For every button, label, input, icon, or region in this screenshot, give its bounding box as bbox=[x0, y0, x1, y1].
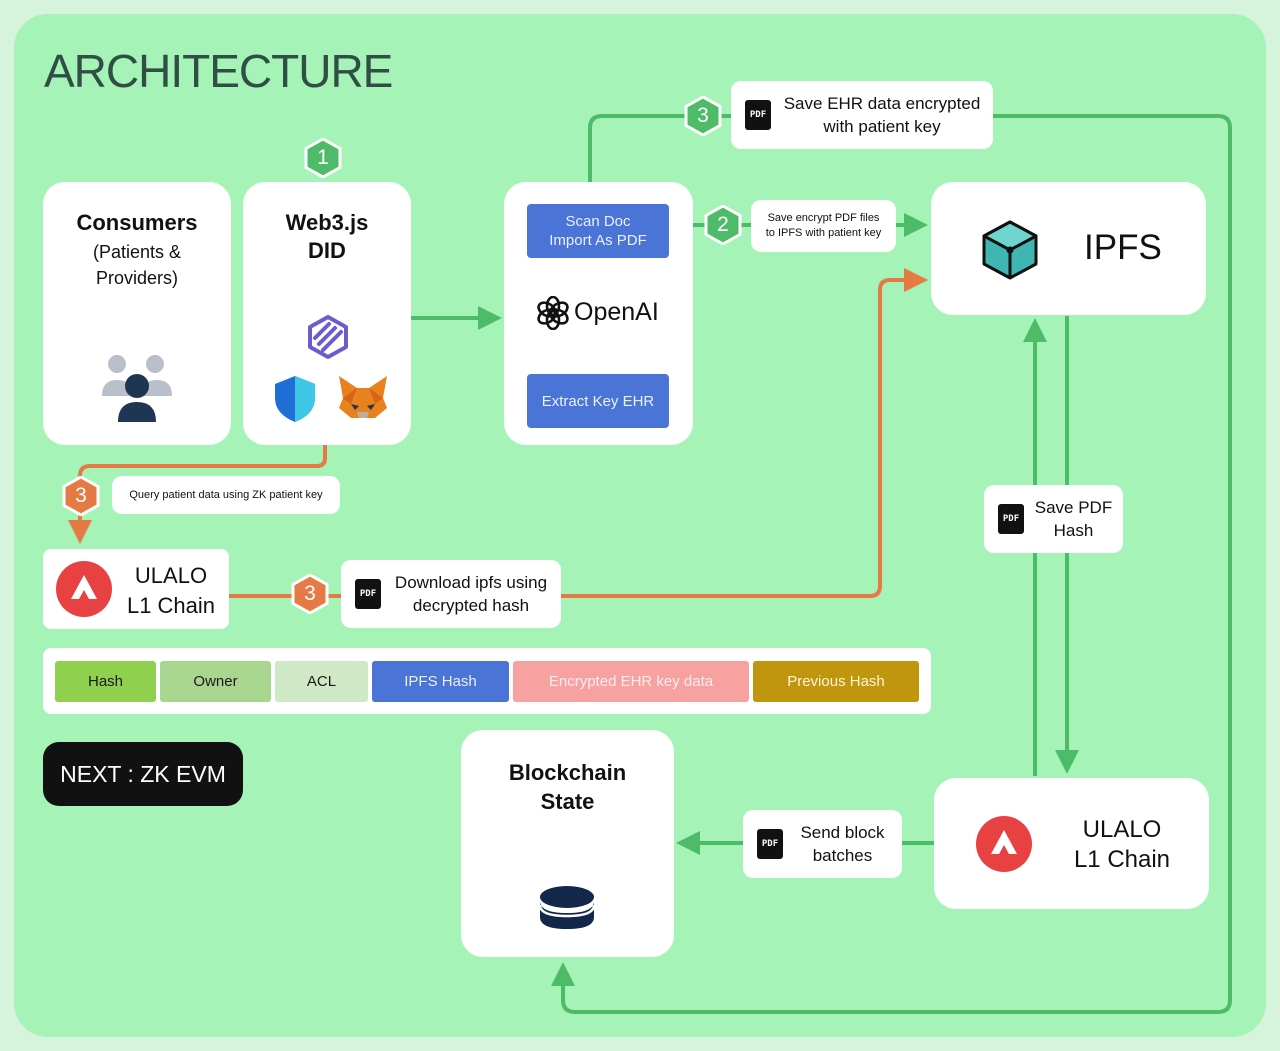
save-pdf-hash-label: PDF Save PDF Hash bbox=[984, 485, 1123, 553]
consumers-title: Consumers bbox=[76, 210, 198, 235]
step-1-badge: 1 bbox=[303, 137, 343, 179]
avalanche-logo-icon bbox=[56, 561, 112, 617]
block-field-previous-hash: Previous Hash bbox=[753, 661, 919, 702]
consumers-subtitle-line1: (Patients & bbox=[92, 242, 182, 262]
download-label: PDF Download ipfs using decrypted hash bbox=[341, 560, 561, 628]
step-3-save-number: 3 bbox=[697, 104, 709, 127]
ulalo-chain-card-left: ULALO L1 Chain bbox=[43, 549, 229, 629]
blockchain-subtitle: State bbox=[540, 789, 595, 814]
block-field-hash: Hash bbox=[55, 661, 156, 702]
block-field-ipfs-hash: IPFS Hash bbox=[372, 661, 509, 702]
openai-brand: OpenAI bbox=[574, 298, 659, 326]
save-pdf-files-line2: to IPFS with patient key bbox=[765, 227, 882, 239]
blockchain-title: Blockchain bbox=[508, 760, 627, 785]
block-field-encrypted-ehr-key-data: Encrypted EHR key data bbox=[513, 661, 749, 702]
ulalo-left-line2: L1 Chain bbox=[126, 593, 216, 618]
step-3-download-number: 3 bbox=[304, 582, 316, 605]
scan-doc-button[interactable]: Scan Doc Import As PDF bbox=[527, 204, 669, 258]
step-3-query-number: 3 bbox=[75, 484, 87, 507]
openai-logo-icon bbox=[537, 296, 569, 330]
pdf-file-icon: PDF bbox=[745, 100, 771, 130]
save-ehr-label: PDF Save EHR data encrypted with patient… bbox=[731, 81, 993, 149]
consumers-subtitle-line2: Providers) bbox=[95, 268, 179, 288]
step-3-save-badge: 3 bbox=[683, 95, 723, 137]
consumers-card: Consumers (Patients & Providers) bbox=[43, 182, 231, 445]
send-block-line1: Send block bbox=[800, 823, 885, 842]
step-3-download-badge: 3 bbox=[290, 573, 330, 615]
database-icon bbox=[538, 886, 596, 929]
step-1-number: 1 bbox=[317, 146, 329, 169]
ulalo-right-line1: ULALO bbox=[1082, 816, 1162, 843]
save-pdf-hash-line2: Hash bbox=[1053, 521, 1094, 540]
ulalo-right-line2: L1 Chain bbox=[1073, 846, 1171, 873]
save-pdf-files-line1: Save encrypt PDF files bbox=[767, 212, 880, 224]
ulalo-chain-card-right: ULALO L1 Chain bbox=[934, 778, 1209, 909]
query-label: Query patient data using ZK patient key bbox=[112, 476, 340, 514]
scan-doc-line1: Scan Doc bbox=[565, 213, 631, 230]
pdf-file-icon: PDF bbox=[998, 504, 1024, 534]
scan-doc-line2: Import As PDF bbox=[549, 232, 647, 249]
web3-title: Web3.js bbox=[285, 210, 369, 235]
did-protocol-icon bbox=[308, 315, 348, 359]
save-ehr-line1: Save EHR data encrypted bbox=[783, 94, 981, 113]
step-2-number: 2 bbox=[717, 213, 729, 236]
metamask-fox-icon bbox=[339, 376, 387, 418]
avalanche-logo-icon bbox=[976, 816, 1032, 872]
pdf-file-icon: PDF bbox=[757, 829, 783, 859]
query-text: Query patient data using ZK patient key bbox=[129, 489, 323, 501]
openai-card: Scan Doc Import As PDF OpenAI Extract Ke… bbox=[504, 182, 693, 445]
web3-subtitle: DID bbox=[308, 238, 346, 263]
send-block-label: PDF Send block batches bbox=[743, 810, 902, 878]
ulalo-left-line1: ULALO bbox=[134, 563, 208, 588]
download-line1: Download ipfs using bbox=[394, 573, 548, 592]
block-field-owner: Owner bbox=[160, 661, 271, 702]
shield-wallet-icon bbox=[275, 376, 315, 422]
block-field-acl: ACL bbox=[275, 661, 368, 702]
save-pdf-files-label: Save encrypt PDF files to IPFS with pati… bbox=[751, 200, 896, 252]
save-ehr-line2: with patient key bbox=[823, 117, 941, 136]
save-pdf-hash-line1: Save PDF bbox=[1034, 498, 1113, 517]
ipfs-cube-icon bbox=[982, 220, 1038, 280]
extract-key-ehr-button[interactable]: Extract Key EHR bbox=[527, 374, 669, 428]
ipfs-card: IPFS bbox=[931, 182, 1206, 315]
blockchain-state-card: Blockchain State bbox=[461, 730, 674, 957]
next-zk-evm-badge: NEXT : ZK EVM bbox=[43, 742, 243, 806]
step-2-badge: 2 bbox=[703, 204, 743, 246]
web3-did-card: Web3.js DID bbox=[243, 182, 411, 445]
download-line2: decrypted hash bbox=[412, 596, 530, 615]
users-group-icon bbox=[102, 355, 172, 422]
page-title: ARCHITECTURE bbox=[44, 45, 393, 97]
ipfs-label: IPFS bbox=[1084, 228, 1162, 267]
send-block-line2: batches bbox=[812, 846, 873, 865]
step-3-query-badge: 3 bbox=[61, 475, 101, 517]
pdf-file-icon: PDF bbox=[355, 579, 381, 609]
